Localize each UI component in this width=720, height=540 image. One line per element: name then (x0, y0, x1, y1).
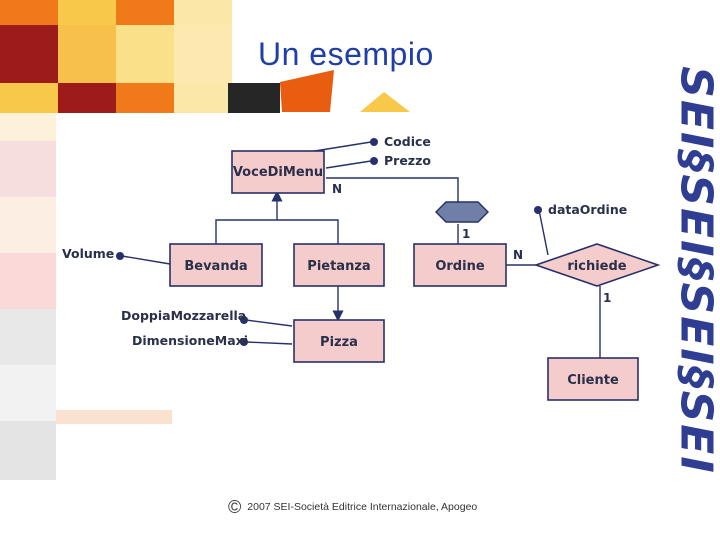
brand-logo: SEI§SEI§SEI§SEI (670, 65, 720, 475)
card-voce-n: N (332, 182, 342, 196)
prezzo-line (325, 160, 372, 169)
entity-voce-di-menu: VoceDiMenu (231, 150, 325, 194)
attr-codice: Codice (384, 134, 431, 149)
footer-text: 2007 SEI-Società Editrice Internazionale… (247, 501, 478, 513)
entity-bevanda: Bevanda (169, 243, 263, 287)
voce-ordine-line (326, 177, 459, 202)
footer-copyright: © 2007 SEI-Società Editrice Internaziona… (228, 498, 477, 516)
attr-volume: Volume (62, 246, 114, 261)
entity-pietanza: Pietanza (293, 243, 385, 287)
doppia-line (245, 319, 293, 327)
attr-prezzo: Prezzo (384, 153, 431, 168)
copyright-icon: © (228, 497, 242, 517)
entity-ordine: Ordine (413, 243, 507, 287)
decorative-mosaic (0, 0, 300, 480)
volume-line (121, 255, 171, 265)
attr-dimensione-maxi: DimensioneMaxi (132, 333, 248, 348)
card-ordine-n: N (513, 248, 523, 262)
entity-cliente: Cliente (547, 357, 639, 401)
svg-text:Cliente: Cliente (567, 373, 619, 388)
connectors (121, 141, 601, 358)
brand-sidebar: SEI§SEI§SEI§SEI (670, 0, 720, 540)
svg-text:VoceDiMenu: VoceDiMenu (233, 165, 323, 180)
svg-text:Bevanda: Bevanda (184, 259, 247, 274)
isa-tree (215, 219, 339, 244)
relationship-richiede: richiede (533, 243, 661, 287)
attr-data-ordine: dataOrdine (548, 202, 627, 217)
attr-doppia-mozzarella: DoppiaMozzarella (121, 308, 246, 323)
hexagon-shape (435, 201, 489, 223)
svg-text:richiede: richiede (567, 259, 626, 274)
card-ordine-1: 1 (462, 227, 470, 241)
diagram-canvas: VoceDiMenu Bevanda Pietanza Ordine Pizza… (56, 118, 672, 410)
attribute-dots (116, 138, 542, 346)
data-ordine-line (538, 209, 549, 256)
er-diagram: VoceDiMenu Bevanda Pietanza Ordine Pizza… (62, 134, 661, 401)
svg-text:Pizza: Pizza (320, 335, 358, 350)
slide-title: Un esempio (258, 36, 434, 72)
entity-pizza: Pizza (293, 319, 385, 363)
svg-text:Ordine: Ordine (435, 259, 484, 274)
card-cliente-1: 1 (603, 291, 611, 305)
dimensione-line (245, 341, 293, 345)
svg-text:Pietanza: Pietanza (307, 259, 370, 274)
decorative-shapes (280, 70, 410, 112)
